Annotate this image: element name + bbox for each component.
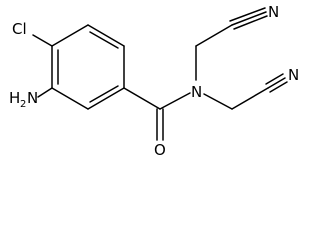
atom-carbonyl-o-label: O (154, 141, 166, 156)
bond-amide-n-ch2-lower (203, 93, 233, 110)
triple-lower-line-3 (269, 81, 288, 93)
triple-lower-line-1 (267, 77, 286, 89)
triple-bond-upper (229, 7, 268, 30)
atom-chlorine-label: Cl (12, 20, 27, 38)
atom-nitrile-n-upper-label: N (268, 3, 279, 21)
atom-nitrile-n-lower-label: N (288, 66, 299, 84)
bond-ring-chlorine (32, 34, 53, 47)
amine-h-count-label: 2 (20, 99, 26, 110)
amine-h-label: H (9, 89, 20, 107)
bond-carbonyl-amide-n (159, 92, 191, 110)
amine-n-label: N (27, 89, 38, 107)
structure-svg: Cl H 2 N N O N N (9, 3, 299, 156)
triple-upper-line-2 (229, 7, 266, 22)
ring-double-c3-c4 (89, 85, 119, 103)
bond-ring-amine (37, 87, 53, 98)
ring-double-c1-c2 (89, 31, 119, 49)
triple-upper-line-1 (231, 11, 267, 26)
bond-ch2-upper-cn (195, 24, 233, 47)
ring-bond-c3-c4 (87, 87, 125, 110)
ring-bond-c4-c5 (51, 87, 89, 110)
molecule-structure: Cl H 2 N N O N N (9, 3, 299, 156)
benzene-ring (51, 24, 125, 110)
triple-upper-line-3 (233, 15, 268, 30)
bond-ch2-lower-cn (231, 87, 269, 110)
triple-bond-lower (265, 73, 288, 93)
ring-bond-c1-c2 (87, 24, 125, 47)
atom-amine-label: H 2 N (9, 89, 38, 110)
bond-ring-carbonyl (123, 87, 161, 110)
atom-amide-n-label: N (191, 83, 202, 101)
triple-lower-line-2 (265, 73, 284, 85)
ring-bond-c6-c1 (51, 24, 89, 47)
